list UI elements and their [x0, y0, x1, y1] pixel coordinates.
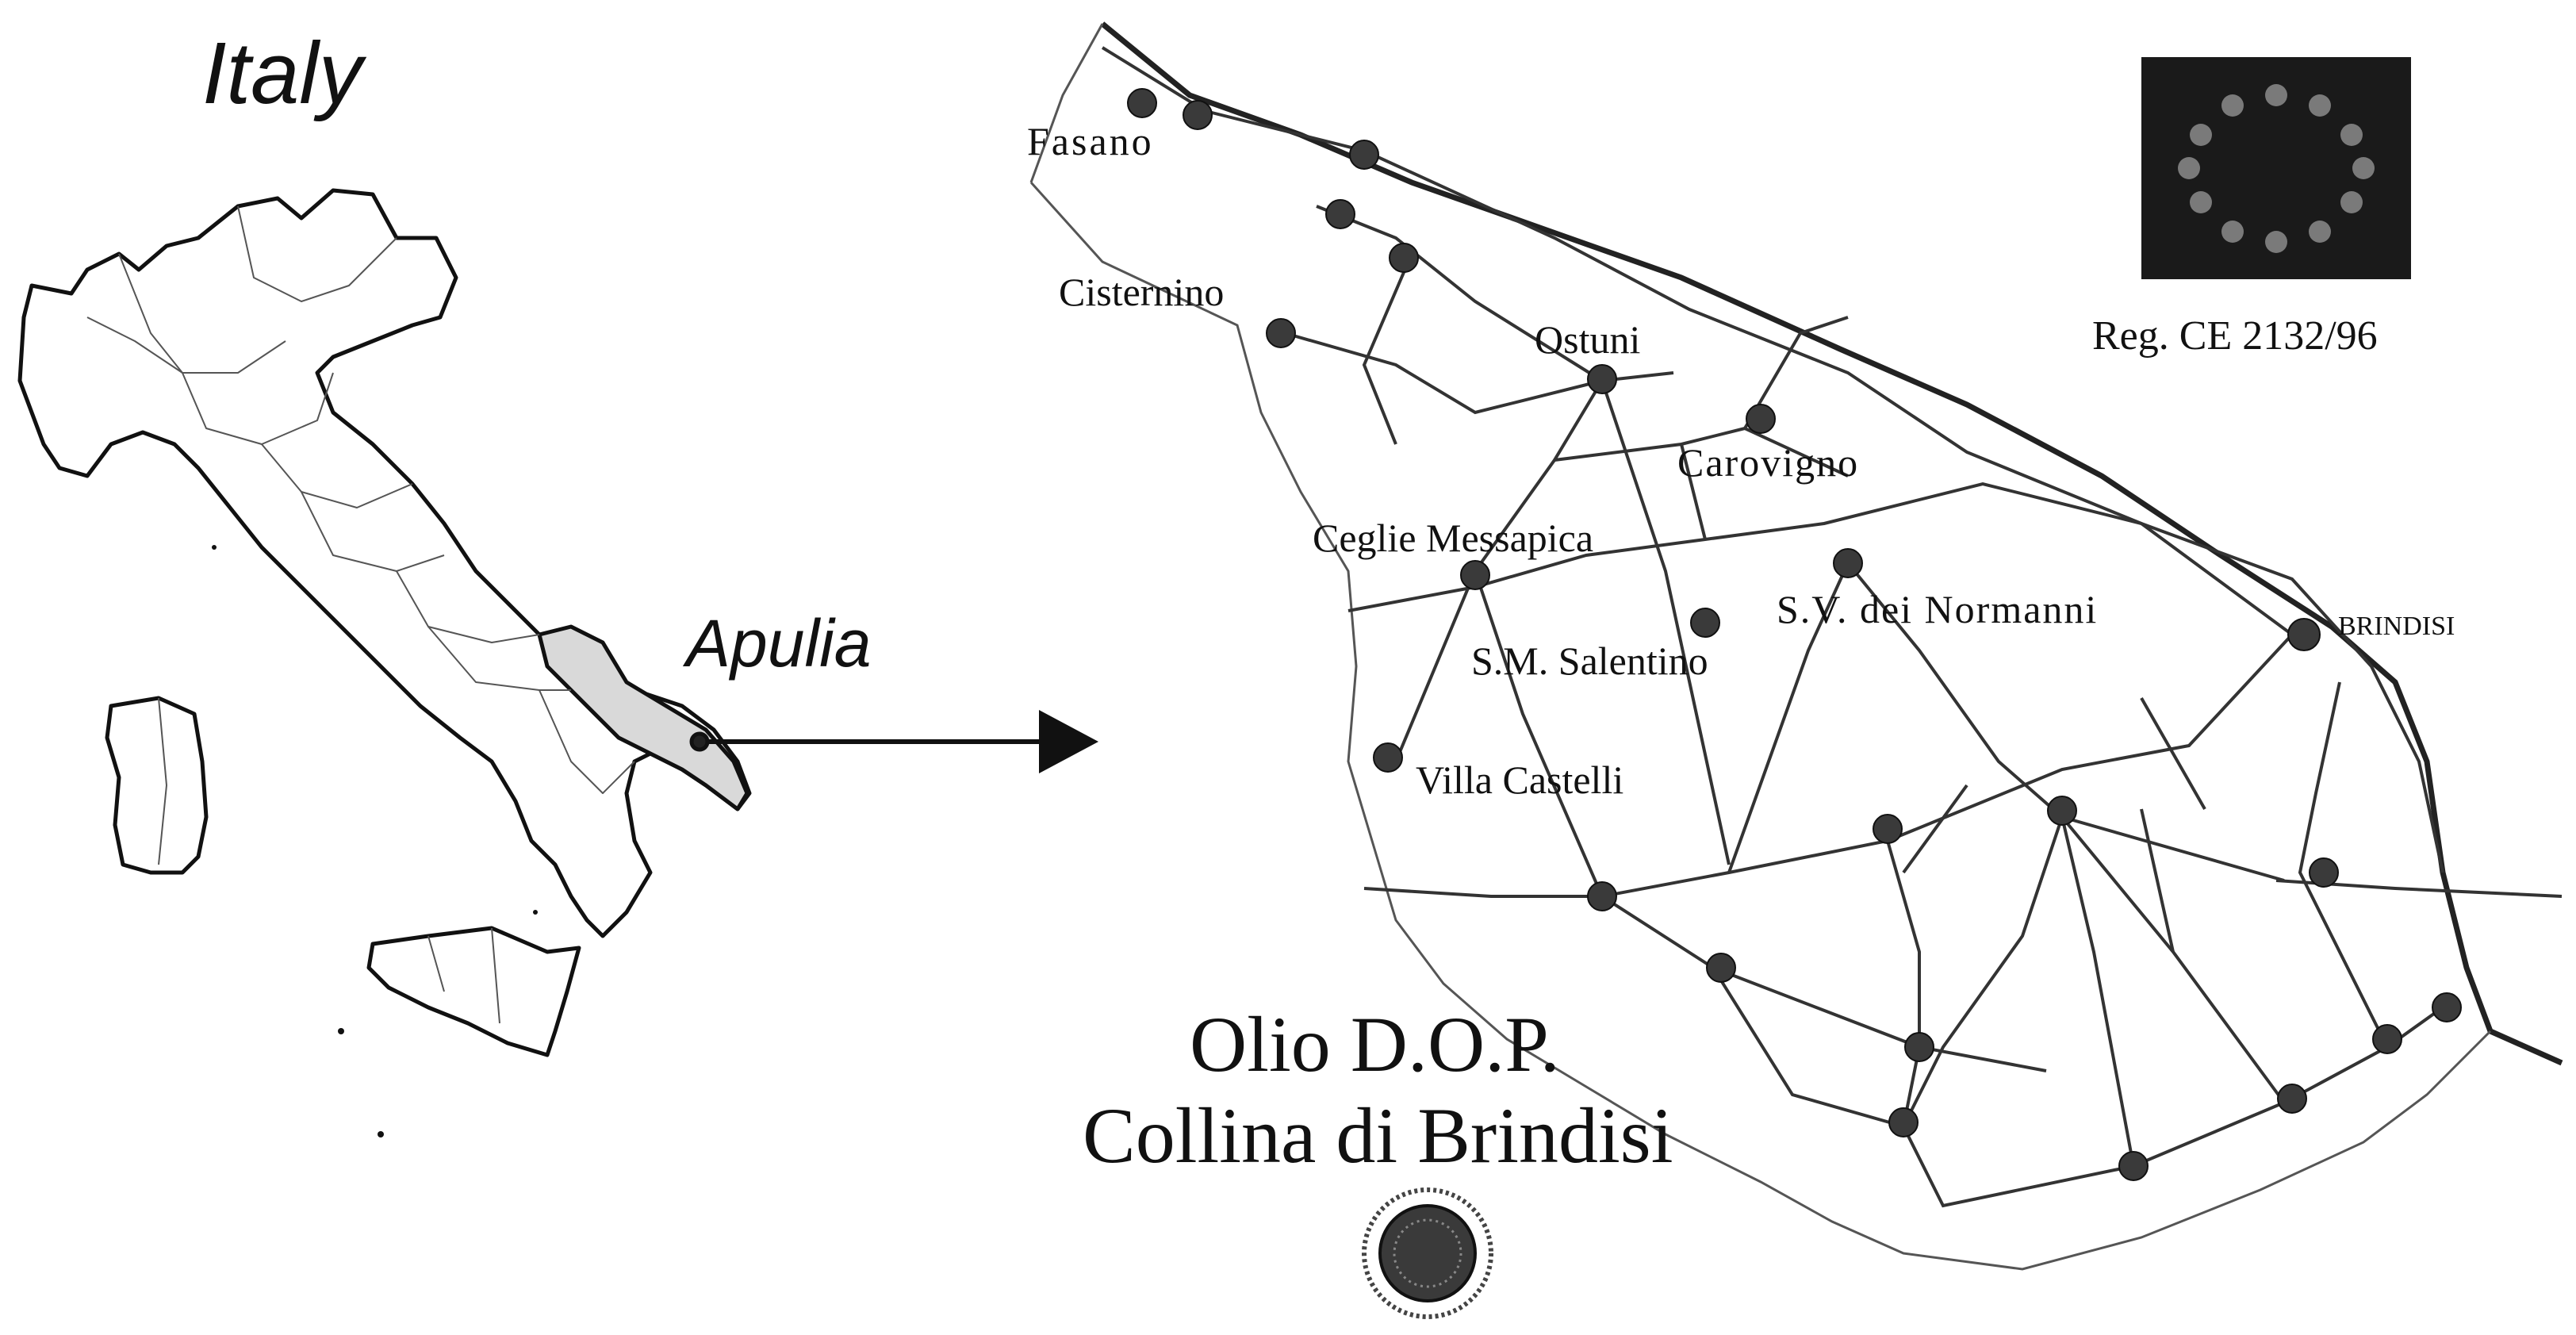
- apulia-region: [537, 624, 749, 811]
- town-dot: [2277, 1084, 2307, 1114]
- brindisi-marker: [689, 731, 710, 752]
- town-dot: [2309, 857, 2339, 888]
- arrow-right-icon: [706, 710, 1098, 773]
- roads: [1101, 46, 2563, 1208]
- town-label-brindisi: BRINDISI: [2338, 612, 2455, 641]
- town-labels: Fasano Cisternino Ostuni Carovigno Cegli…: [1027, 119, 2455, 802]
- town-dot: [2118, 1151, 2149, 1181]
- town-dots: [1127, 88, 2462, 1181]
- town-dot: [1888, 1107, 1919, 1137]
- town-dot: [1746, 404, 1776, 434]
- town-label-smsalentino: S.M. Salentino: [1471, 639, 1708, 683]
- coastline: [1100, 21, 2563, 1066]
- town-dot: [1349, 140, 1379, 170]
- town-label-villacastelli: Villa Castelli: [1416, 758, 1623, 802]
- eu-flag-icon: [2141, 57, 2411, 279]
- sardinia: [105, 696, 209, 875]
- town-dot: [1587, 881, 1617, 911]
- italy-title: Italy: [202, 25, 367, 122]
- town-label-ceglie: Ceglie Messapica: [1313, 516, 1593, 560]
- dop-seal-icon: [1362, 1187, 1493, 1319]
- town-label-ostuni: Ostuni: [1535, 317, 1640, 362]
- town-label-fasano: Fasano: [1027, 119, 1154, 163]
- town-dot: [1183, 100, 1213, 130]
- town-dot: [1904, 1032, 1934, 1062]
- town-label-carovigno: Carovigno: [1677, 440, 1859, 485]
- town-dot: [2047, 796, 2077, 826]
- town-dot: [2432, 992, 2462, 1022]
- italy-mainland: [17, 188, 752, 938]
- italy-map: [17, 188, 752, 1137]
- italy-region-borders: [86, 205, 635, 1024]
- town-dot: [1127, 88, 1157, 118]
- town-dot: [1373, 742, 1403, 773]
- brindisi-area-map: Fasano Cisternino Ostuni Carovigno Cegli…: [1027, 21, 2563, 1271]
- town-label-cisternino: Cisternino: [1059, 270, 1224, 314]
- product-title-line1: Olio D.O.P.: [1190, 1000, 1560, 1088]
- town-dot: [1325, 199, 1355, 229]
- town-dot: [1833, 548, 1863, 578]
- town-dot: [2372, 1024, 2402, 1054]
- product-title-line2: Collina di Brindisi: [1083, 1091, 1673, 1180]
- town-dot: [1873, 814, 1903, 844]
- apulia-label: Apulia: [682, 606, 872, 681]
- town-dot: [1587, 364, 1617, 394]
- eu-flag-caption: Reg. CE 2132/96: [2092, 313, 2378, 359]
- sicily: [366, 926, 581, 1057]
- town-dot: [1460, 560, 1490, 590]
- town-dot: [2287, 618, 2321, 651]
- island-2: [378, 1131, 384, 1137]
- town-dot: [1389, 243, 1419, 273]
- island-3: [533, 910, 538, 915]
- town-label-svnormanni: S.V. dei Normanni: [1777, 587, 2098, 631]
- western-boundary: [1029, 23, 2492, 1271]
- town-dot: [1266, 318, 1296, 348]
- island-1: [338, 1028, 344, 1034]
- island-4: [212, 545, 217, 550]
- town-dot: [1690, 608, 1720, 638]
- town-dot: [1706, 953, 1736, 983]
